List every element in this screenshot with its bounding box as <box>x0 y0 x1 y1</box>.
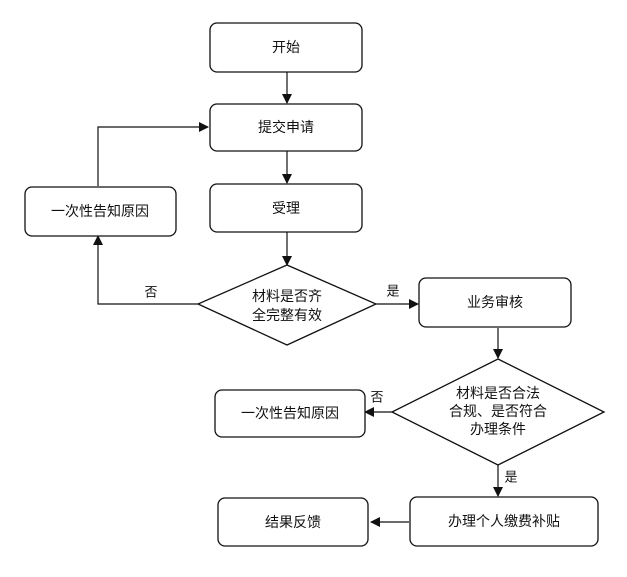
node-start: 开始 <box>209 22 363 73</box>
node-check2: 材料是否合法 合规、是否符合 办理条件 <box>390 358 606 466</box>
node-process-label: 办理个人缴费补贴 <box>448 514 560 530</box>
edge-notify1-to-submit <box>97 122 209 186</box>
node-check2-label-line1: 材料是否合法 <box>456 386 540 402</box>
node-check2-label-line3: 办理条件 <box>470 421 526 438</box>
node-notify1: 一次性告知原因 <box>24 186 177 237</box>
connectors <box>93 72 503 527</box>
edge-check1-no-to-notify1 <box>93 235 198 305</box>
node-check1-label-line1: 材料是否齐 <box>252 289 322 305</box>
edge-label-check2-no: 否 <box>370 391 383 406</box>
node-notify2: 一次性告知原因 <box>214 389 366 438</box>
node-notify2-label: 一次性告知原因 <box>241 405 339 422</box>
node-accept: 受理 <box>209 183 363 233</box>
node-submit: 提交申请 <box>209 103 363 152</box>
node-check1-label-line2: 全完整有效 <box>252 307 322 324</box>
node-review: 业务审核 <box>418 277 572 328</box>
node-submit-label: 提交申请 <box>258 119 314 136</box>
edge-label-check2-yes: 是 <box>504 471 517 486</box>
node-accept-label: 受理 <box>272 201 300 217</box>
node-process: 办理个人缴费补贴 <box>409 496 599 547</box>
node-feedback: 结果反馈 <box>217 497 369 547</box>
edge-label-check1-no: 否 <box>144 286 157 301</box>
node-feedback-label: 结果反馈 <box>265 515 321 531</box>
node-start-label: 开始 <box>272 40 300 56</box>
node-check2-label-line2: 合规、是否符合 <box>449 404 547 420</box>
node-check1: 材料是否齐 全完整有效 <box>196 264 378 346</box>
node-notify1-label: 一次性告知原因 <box>51 203 149 220</box>
node-review-label: 业务审核 <box>467 295 523 311</box>
edge-label-check1-yes: 是 <box>386 285 399 300</box>
